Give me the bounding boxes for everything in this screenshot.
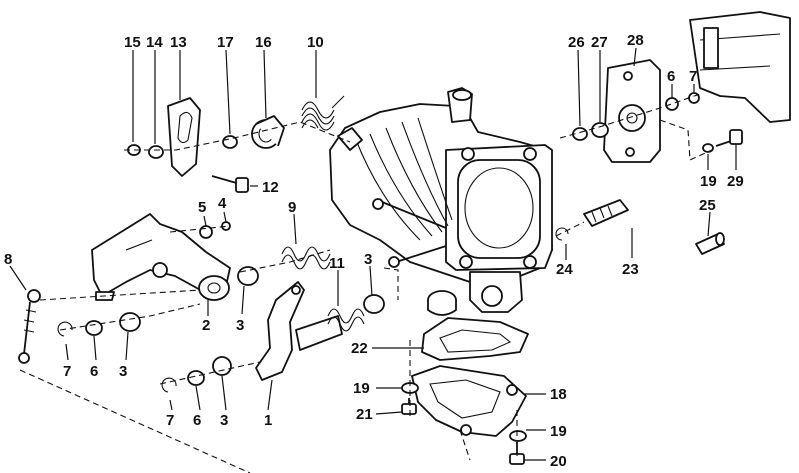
- callout-6-top: 6: [667, 68, 675, 85]
- throttle-body-housing: [329, 87, 553, 316]
- callout-19-top: 19: [700, 173, 717, 190]
- spring-10: [301, 95, 345, 131]
- gasket-22: [421, 317, 529, 361]
- valve-housing-18: [411, 365, 527, 437]
- callout-5: 5: [198, 199, 206, 216]
- callout-25: 25: [699, 197, 716, 214]
- callout-12: 12: [262, 179, 279, 196]
- callout-15: 15: [124, 34, 141, 51]
- callout-20: 20: [550, 453, 567, 470]
- callout-17: 17: [217, 34, 234, 51]
- callout-22: 22: [351, 340, 368, 357]
- callout-13: 13: [170, 34, 187, 51]
- callout-9: 9: [288, 199, 296, 216]
- callout-8: 8: [4, 251, 12, 268]
- callout-28: 28: [627, 32, 644, 49]
- screw-12: [211, 175, 249, 193]
- callout-6-left: 6: [90, 363, 98, 380]
- callout-16: 16: [255, 34, 272, 51]
- callout-2: 2: [202, 317, 210, 334]
- callout-1: 1: [264, 412, 272, 429]
- callout-6-bottom: 6: [193, 412, 201, 429]
- callout-11: 11: [329, 255, 345, 272]
- link-rod-8: [18, 289, 41, 364]
- callout-3-lever: 3: [236, 317, 244, 334]
- callout-10: 10: [307, 34, 324, 51]
- screw-29: [715, 129, 743, 147]
- callout-4: 4: [218, 195, 227, 212]
- callout-14: 14: [146, 34, 163, 51]
- assembly-center-lines: [19, 93, 713, 473]
- callout-3-mid: 3: [364, 251, 372, 268]
- callout-19-bottom: 19: [550, 423, 567, 440]
- pin-25: [695, 232, 725, 255]
- callout-26: 26: [568, 34, 585, 51]
- bushing-16: [251, 115, 285, 149]
- callout-29: 29: [727, 173, 744, 190]
- callout-labels: 15 14 13 17 16 10 26 27 28 6 7 12 19 29 …: [4, 32, 744, 470]
- callout-21: 21: [356, 406, 373, 423]
- callout-18: 18: [550, 386, 567, 403]
- sensor-bracket: [603, 11, 791, 163]
- callout-3-left: 3: [119, 363, 127, 380]
- callout-24: 24: [556, 261, 573, 278]
- lever-13: [167, 97, 201, 177]
- callout-7-left: 7: [63, 363, 71, 380]
- spring-9: [281, 246, 331, 270]
- callout-19-mid: 19: [353, 380, 370, 397]
- adjusting-screw-23: [583, 199, 629, 227]
- callout-7-bottom: 7: [166, 412, 174, 429]
- callout-27: 27: [591, 34, 608, 51]
- spring-11: [327, 308, 365, 332]
- callout-23: 23: [622, 261, 639, 278]
- callout-leader-lines: [9, 47, 737, 461]
- callout-7-top: 7: [689, 68, 697, 85]
- callout-3-bottom: 3: [220, 412, 228, 429]
- throttle-lever-1: [255, 281, 343, 381]
- throttle-linkage-lever: [91, 213, 231, 301]
